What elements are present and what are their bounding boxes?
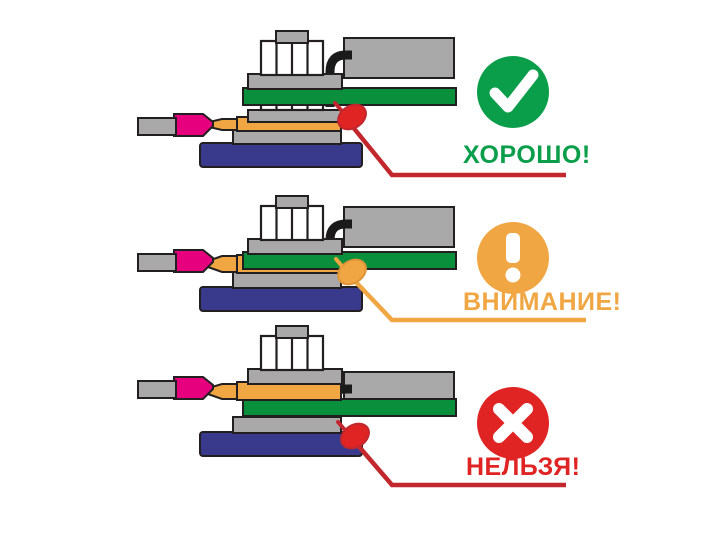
washer-upper — [247, 238, 343, 255]
lug-insulator — [173, 249, 214, 273]
washer-upper — [247, 368, 343, 385]
panel-label-forbidden: НЕЛЬЗЯ! — [466, 453, 580, 481]
lug-insulator — [173, 376, 214, 400]
wire-black — [325, 50, 352, 107]
panel-forbidden: НЕЛЬЗЯ! — [137, 325, 580, 488]
connector-block — [343, 37, 455, 79]
cable-stub — [137, 253, 177, 272]
busbar — [242, 87, 457, 106]
base-plate — [199, 431, 363, 457]
callout-tip-good — [333, 101, 343, 112]
exclamation-circle-icon — [477, 222, 549, 294]
busbar — [242, 398, 457, 417]
check-circle-icon — [477, 56, 549, 128]
callout-blob-warning — [337, 258, 367, 286]
nut-upper — [259, 334, 325, 372]
cable-stub — [137, 380, 177, 399]
callout-blob-forbidden — [340, 422, 370, 450]
panel-warning: ВНИМАНИЕ! — [137, 195, 621, 323]
bolt-cap — [275, 195, 309, 209]
panel-good: ХОРОШО! — [137, 30, 591, 178]
connector-block — [343, 206, 455, 248]
washer-lower — [232, 271, 342, 289]
callout-leader-warning — [350, 276, 455, 323]
washer-lower — [232, 416, 342, 434]
base-plate — [199, 142, 363, 168]
callout-blob-good — [337, 103, 367, 131]
callout-tip-warning — [334, 257, 343, 267]
cross-circle-icon — [477, 387, 549, 459]
panel-label-good: ХОРОШО! — [463, 141, 591, 169]
nut-upper — [259, 39, 325, 77]
washer-mid-lower — [247, 109, 343, 123]
bolt-cap — [275, 325, 309, 339]
cable-stub — [137, 117, 177, 136]
bolt-cap — [275, 30, 309, 44]
callout-leader-forbidden — [353, 440, 455, 488]
nut-upper — [259, 204, 325, 242]
lug-insulator — [173, 113, 214, 137]
washer-upper — [247, 73, 343, 90]
callout-tip-forbidden — [336, 420, 346, 431]
callout-leader-good — [350, 124, 455, 178]
base-plate — [199, 286, 363, 312]
panel-label-warning: ВНИМАНИЕ! — [463, 288, 621, 316]
